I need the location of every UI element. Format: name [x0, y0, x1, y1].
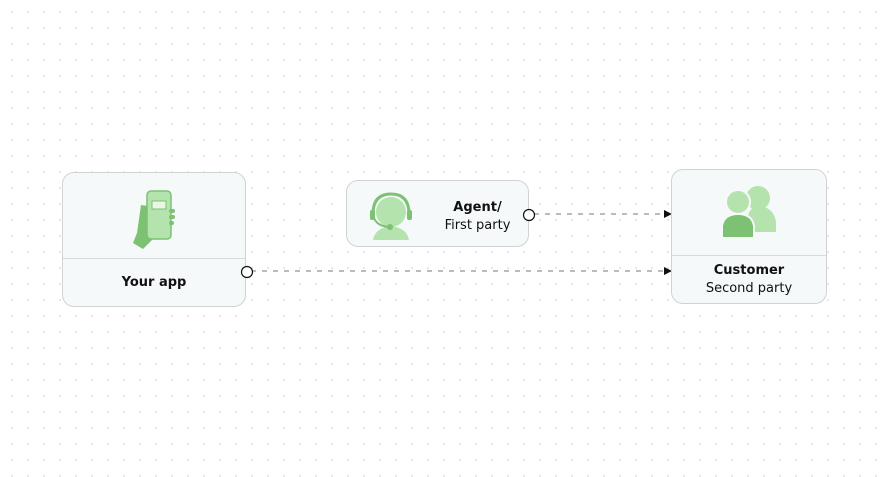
divider [63, 258, 245, 259]
arrow-head [664, 267, 672, 275]
divider [672, 255, 826, 256]
node-title: Customer [713, 263, 785, 278]
phone-in-hand-icon [133, 190, 175, 249]
node-your-app[interactable]: Your app [62, 172, 254, 307]
node-title: Agent/ [453, 200, 502, 215]
node-subtitle: First party [444, 218, 511, 233]
users-icon [721, 186, 776, 239]
arrow-head [664, 210, 672, 218]
headset-agent-icon [370, 192, 412, 240]
connector-port[interactable] [240, 265, 254, 279]
node-subtitle: Second party [705, 281, 793, 296]
node-agent[interactable]: Agent/ First party [346, 180, 536, 247]
node-label: Your app [121, 275, 187, 290]
node-customer[interactable]: Customer Second party [671, 169, 827, 304]
connector-port[interactable] [522, 208, 536, 222]
